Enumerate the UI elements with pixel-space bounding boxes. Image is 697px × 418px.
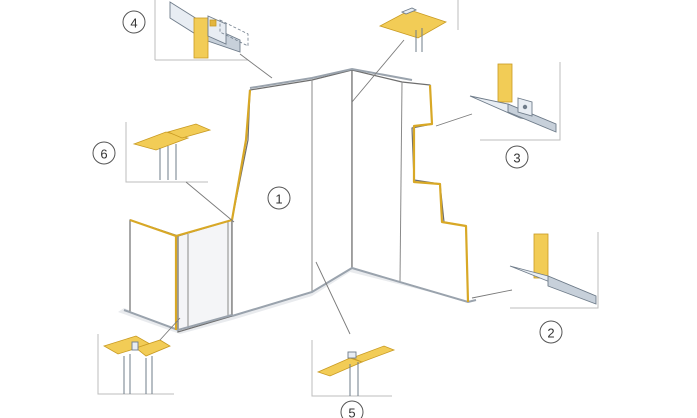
board-edge-right [412,84,470,303]
right-return-wall [351,69,469,303]
detail-5-joint [311,340,396,397]
svg-text:5: 5 [348,406,355,418]
svg-text:2: 2 [547,326,554,341]
floor-track-left [123,309,233,332]
callout-badge-6: 6 [92,141,116,165]
leader-2 [471,289,513,299]
leader-4 [239,53,273,79]
svg-text:6: 6 [100,147,107,162]
detail-top-right-corner [378,0,459,52]
floor-shadow [118,268,470,334]
callout-badge-2: 2 [539,320,563,344]
left-wall-front [129,219,179,331]
detail-2-floor-track [509,232,599,309]
svg-text:1: 1 [275,192,282,207]
left-wall-side [177,219,233,333]
detail-4-connection [154,0,249,61]
leader-5 [315,261,351,335]
top-track [249,67,413,89]
leader-top-right [351,39,405,103]
callout-badge-5: 5 [340,400,364,418]
board-edge-main [230,89,252,221]
detail-bottom-left-corner [97,334,174,395]
callout-badge-1: 1 [267,186,291,210]
svg-text:3: 3 [513,151,520,166]
detail-6-t-junction [125,122,212,183]
wall-assembly [123,67,477,333]
svg-text:4: 4 [130,16,137,31]
leader-3 [435,113,473,127]
callout-badge-3: 3 [505,145,529,169]
leader-bottom-left [159,317,181,341]
floor-track-right [231,266,477,317]
leader-6 [185,181,235,223]
callout-badge-4: 4 [122,10,146,34]
detail-3-track-anchor [469,62,561,141]
